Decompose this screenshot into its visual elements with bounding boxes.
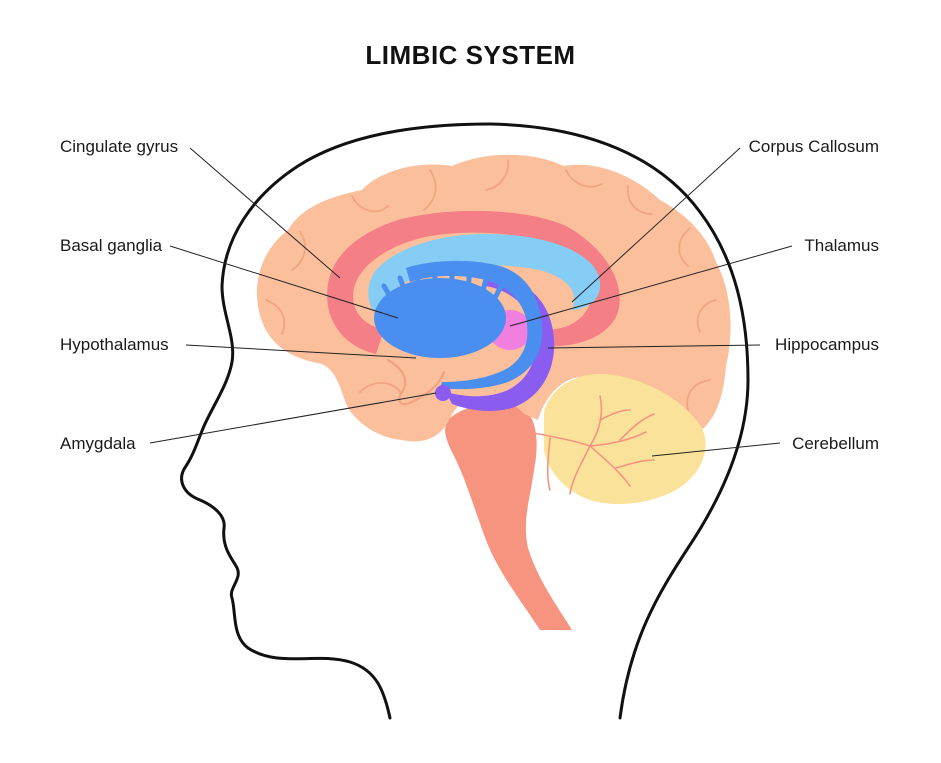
label-hypothalamus: Hypothalamus [60, 335, 169, 354]
leader-corpus-callosum [571, 147, 741, 303]
cingulate-gyrus [327, 210, 620, 354]
leader-hippocampus [547, 344, 761, 349]
leader-cerebellum [651, 442, 781, 457]
hypothalamus [386, 358, 446, 406]
cortex-folds [265, 159, 717, 411]
label-cerebellum: Cerebellum [792, 434, 879, 453]
basal-ganglia [374, 278, 506, 358]
leader-cingulate-gyrus [189, 147, 341, 279]
leader-amygdala [149, 392, 437, 444]
label-thalamus: Thalamus [804, 236, 879, 255]
label-hippocampus: Hippocampus [775, 335, 879, 354]
cerebellum-arbor [527, 395, 655, 495]
label-amygdala: Amygdala [60, 434, 136, 453]
leader-basal-ganglia [169, 245, 399, 319]
cerebellum [544, 373, 706, 505]
leader-lines [149, 147, 793, 457]
label-cingulate-gyrus: Cingulate gyrus [60, 137, 179, 156]
head-outline [180, 122, 750, 720]
fornix [406, 260, 543, 390]
leader-thalamus [509, 245, 793, 327]
striations [381, 263, 507, 303]
corpus-callosum [368, 234, 601, 312]
diagram-title: LIMBIC SYSTEM [365, 40, 576, 70]
brainstem [445, 403, 572, 630]
label-basal-ganglia: Basal ganglia [60, 236, 163, 255]
leader-hypothalamus [185, 344, 417, 359]
label-corpus-callosum: Corpus Callosum [748, 137, 879, 156]
amygdala [435, 385, 451, 401]
